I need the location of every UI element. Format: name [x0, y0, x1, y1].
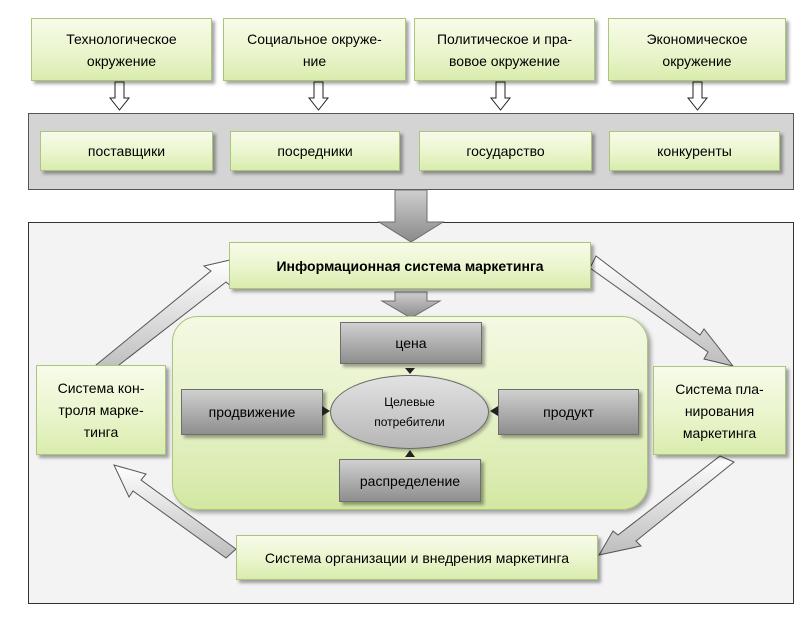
environment-economic: Экономическое окружение: [608, 18, 786, 81]
info-system-label: Информационная система маркетинга: [276, 257, 544, 274]
control-system-box: Система кон- троля марке- тинга: [36, 365, 166, 455]
control-system-label: Система кон- троля марке- тинга: [57, 380, 145, 440]
arrow-organization-to-control: [113, 464, 237, 559]
info-system-box: Информационная система маркетинга: [229, 242, 591, 289]
arrow-info-to-mix: [380, 291, 442, 319]
mix-product: продукт: [498, 389, 639, 435]
organization-system-label: Система организации и внедрения маркетин…: [264, 549, 570, 566]
planning-system-box: Система пла- нирования маркетинга: [653, 366, 786, 455]
pointer-from-promotion: [322, 406, 330, 416]
micro-suppliers-label: поставщики: [87, 143, 166, 159]
environment-economic-label: Экономическое окружение: [646, 30, 748, 69]
micro-state: государство: [419, 131, 592, 171]
micro-intermediaries-label: посредники: [277, 143, 353, 159]
micro-suppliers: поставщики: [40, 131, 213, 171]
micro-intermediaries: посредники: [230, 131, 400, 171]
micro-state-label: государство: [466, 143, 545, 159]
pointer-from-distribution: [405, 450, 415, 457]
environment-social: Социальное окруже- ние: [223, 18, 406, 81]
down-arrow-political: [489, 81, 512, 111]
mix-promotion: продвижение: [181, 389, 323, 435]
pointer-from-product: [490, 406, 498, 416]
mix-distribution: распределение: [339, 459, 481, 502]
arrow-band-to-info: [377, 189, 445, 243]
down-arrow-social: [307, 81, 330, 111]
environment-political-label: Политическое и пра- вовое окружение: [436, 30, 573, 69]
arrow-planning-to-organization: [597, 455, 735, 556]
micro-competitors: конкуренты: [609, 131, 780, 171]
environment-political: Политическое и пра- вовое окружение: [414, 18, 595, 81]
environment-technological-label: Технологическое окружение: [66, 30, 177, 69]
mix-product-label: продукт: [543, 404, 594, 420]
mix-distribution-label: распределение: [359, 472, 461, 489]
down-arrow-economic: [686, 81, 709, 111]
mix-price: цена: [340, 322, 482, 364]
micro-competitors-label: конкуренты: [657, 143, 732, 159]
target-consumers-label: Целевые потребители: [374, 395, 445, 429]
down-arrow-technological: [108, 81, 131, 111]
mix-promotion-label: продвижение: [208, 404, 296, 420]
organization-system-box: Система организации и внедрения маркетин…: [236, 535, 598, 580]
pointer-from-price: [405, 368, 415, 374]
arrow-info-to-planning: [589, 255, 735, 367]
mix-price-label: цена: [395, 335, 427, 351]
planning-system-label: Система пла- нирования маркетинга: [675, 380, 764, 441]
environment-social-label: Социальное окруже- ние: [247, 30, 382, 69]
environment-technological: Технологическое окружение: [31, 18, 212, 81]
target-consumers-ellipse: Целевые потребители: [330, 375, 489, 449]
